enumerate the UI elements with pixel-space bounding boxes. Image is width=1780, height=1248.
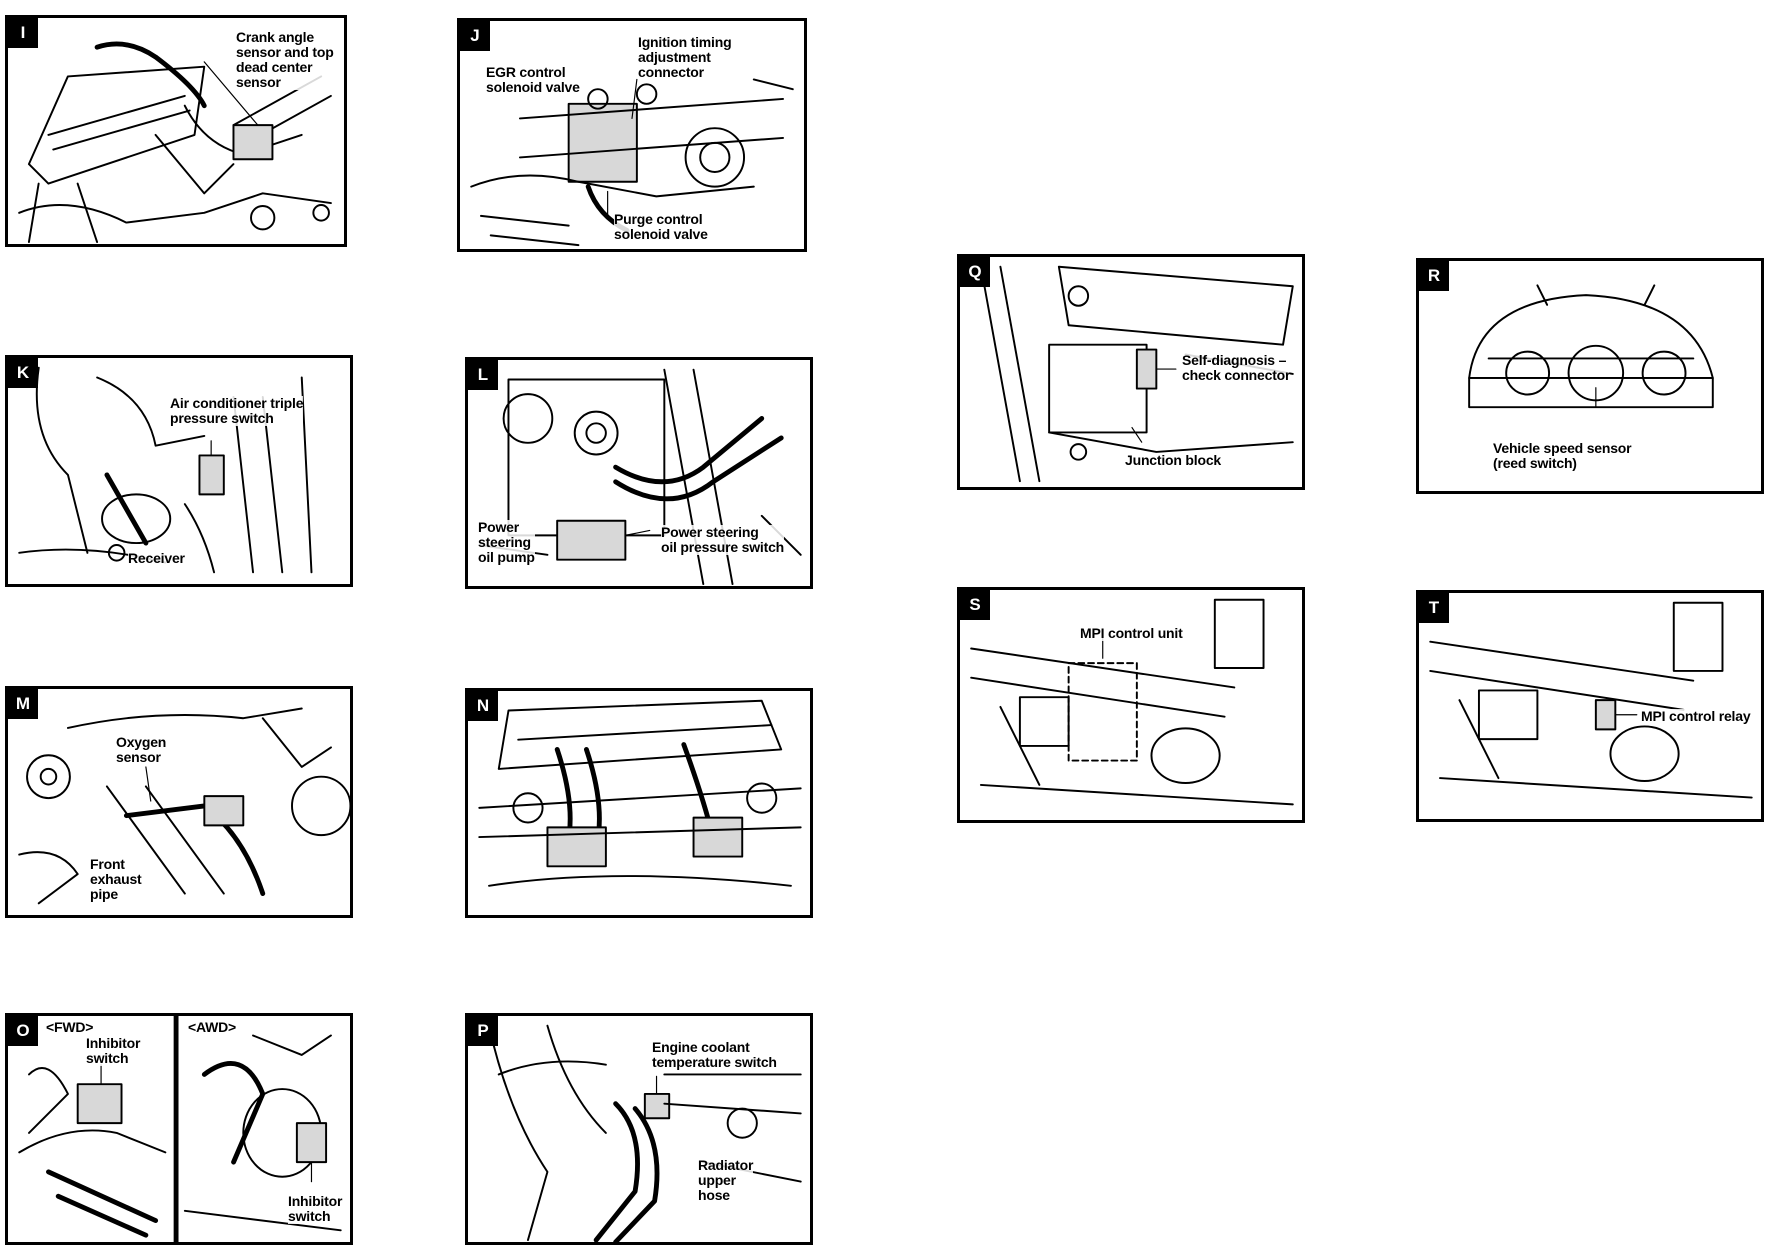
instrument-cluster-illustration — [1468, 284, 1714, 409]
panel-tag: T — [1419, 593, 1449, 623]
label-mpi-control-unit: MPI control unit — [1080, 625, 1183, 641]
panel-q-junction-block: Q Self-diagnosis – check connector Junct… — [957, 254, 1305, 490]
panel-m-oxygen-sensor: M Oxygen sensor Front exhaust pipe — [5, 686, 353, 918]
label-front-exhaust-pipe: Front exhaust pipe — [90, 856, 142, 902]
panel-tag: I — [8, 18, 38, 48]
dashboard-illustration — [970, 598, 1294, 806]
panel-tag: M — [8, 689, 38, 719]
panel-p-coolant-temperature-switch: P Engine coolant temperature switch Radi… — [465, 1013, 813, 1245]
label-awd: <AWD> — [188, 1019, 237, 1035]
panel-s-mpi-control-unit: S MPI control unit — [957, 587, 1305, 823]
label-junction-block: Junction block — [1125, 452, 1221, 468]
label-receiver: Receiver — [128, 550, 185, 566]
panel-j-egr-valve: J Ignition timing adjustment connector E… — [457, 18, 807, 252]
label-egr-control-solenoid: EGR control solenoid valve — [486, 64, 580, 95]
panel-i-crank-angle-sensor: I Crank angle sensor and top dead center… — [5, 15, 347, 247]
panel-n-engine-harness: N — [465, 688, 813, 918]
label-ac-triple-pressure-switch: Air conditioner triple pressure switch — [170, 395, 304, 426]
panel-t-mpi-control-relay: T MPI control relay — [1416, 590, 1764, 822]
panel-tag: O — [8, 1016, 38, 1046]
label-engine-coolant-temperature-switch: Engine coolant temperature switch — [652, 1039, 777, 1070]
panel-r-vehicle-speed-sensor: R Vehicle speed sensor (reed switch) — [1416, 258, 1764, 494]
panel-tag: P — [468, 1016, 498, 1046]
label-mpi-control-relay: MPI control relay — [1641, 708, 1751, 724]
panel-tag: J — [460, 21, 490, 51]
engine-illustration — [470, 78, 794, 247]
label-purge-control-solenoid: Purge control solenoid valve — [614, 211, 708, 242]
panel-l-power-steering: L Power steering oil pump Power steering… — [465, 357, 813, 589]
label-crank-angle-sensor: Crank angle sensor and top dead center s… — [236, 29, 334, 90]
transmission-illustration — [18, 1016, 342, 1242]
engine-illustration — [18, 41, 332, 244]
label-power-steering-pump: Power steering oil pump — [478, 519, 535, 565]
engine-illustration — [488, 1024, 802, 1242]
panel-tag: Q — [960, 257, 990, 287]
exhaust-illustration — [18, 707, 350, 905]
label-fwd: <FWD> — [46, 1019, 94, 1035]
label-self-diagnosis-connector: Self-diagnosis – check connector — [1182, 352, 1291, 383]
engine-illustration — [478, 699, 802, 887]
label-inhibitor-switch-fwd: Inhibitor switch — [86, 1035, 141, 1066]
panel-k-ac-pressure-switch: K Air conditioner triple pressure switch… — [5, 355, 353, 587]
label-oxygen-sensor: Oxygen sensor — [116, 734, 167, 765]
label-power-steering-switch: Power steering oil pressure switch — [661, 524, 785, 555]
label-inhibitor-switch-awd: Inhibitor switch — [288, 1193, 343, 1224]
panel-tag: R — [1419, 261, 1449, 291]
panel-tag: K — [8, 358, 38, 388]
panel-tag: N — [468, 691, 498, 721]
label-ignition-timing-connector: Ignition timing adjustment connector — [638, 34, 732, 80]
dashboard-illustration — [1429, 601, 1753, 799]
panel-tag: S — [960, 590, 990, 620]
label-vehicle-speed-sensor: Vehicle speed sensor (reed switch) — [1493, 440, 1632, 471]
label-radiator-upper-hose: Radiator upper hose — [698, 1157, 754, 1203]
panel-tag: L — [468, 360, 498, 390]
panel-o-inhibitor-switch: O <FWD> Inhibitor switch <AWD> Inhibitor… — [5, 1013, 353, 1245]
